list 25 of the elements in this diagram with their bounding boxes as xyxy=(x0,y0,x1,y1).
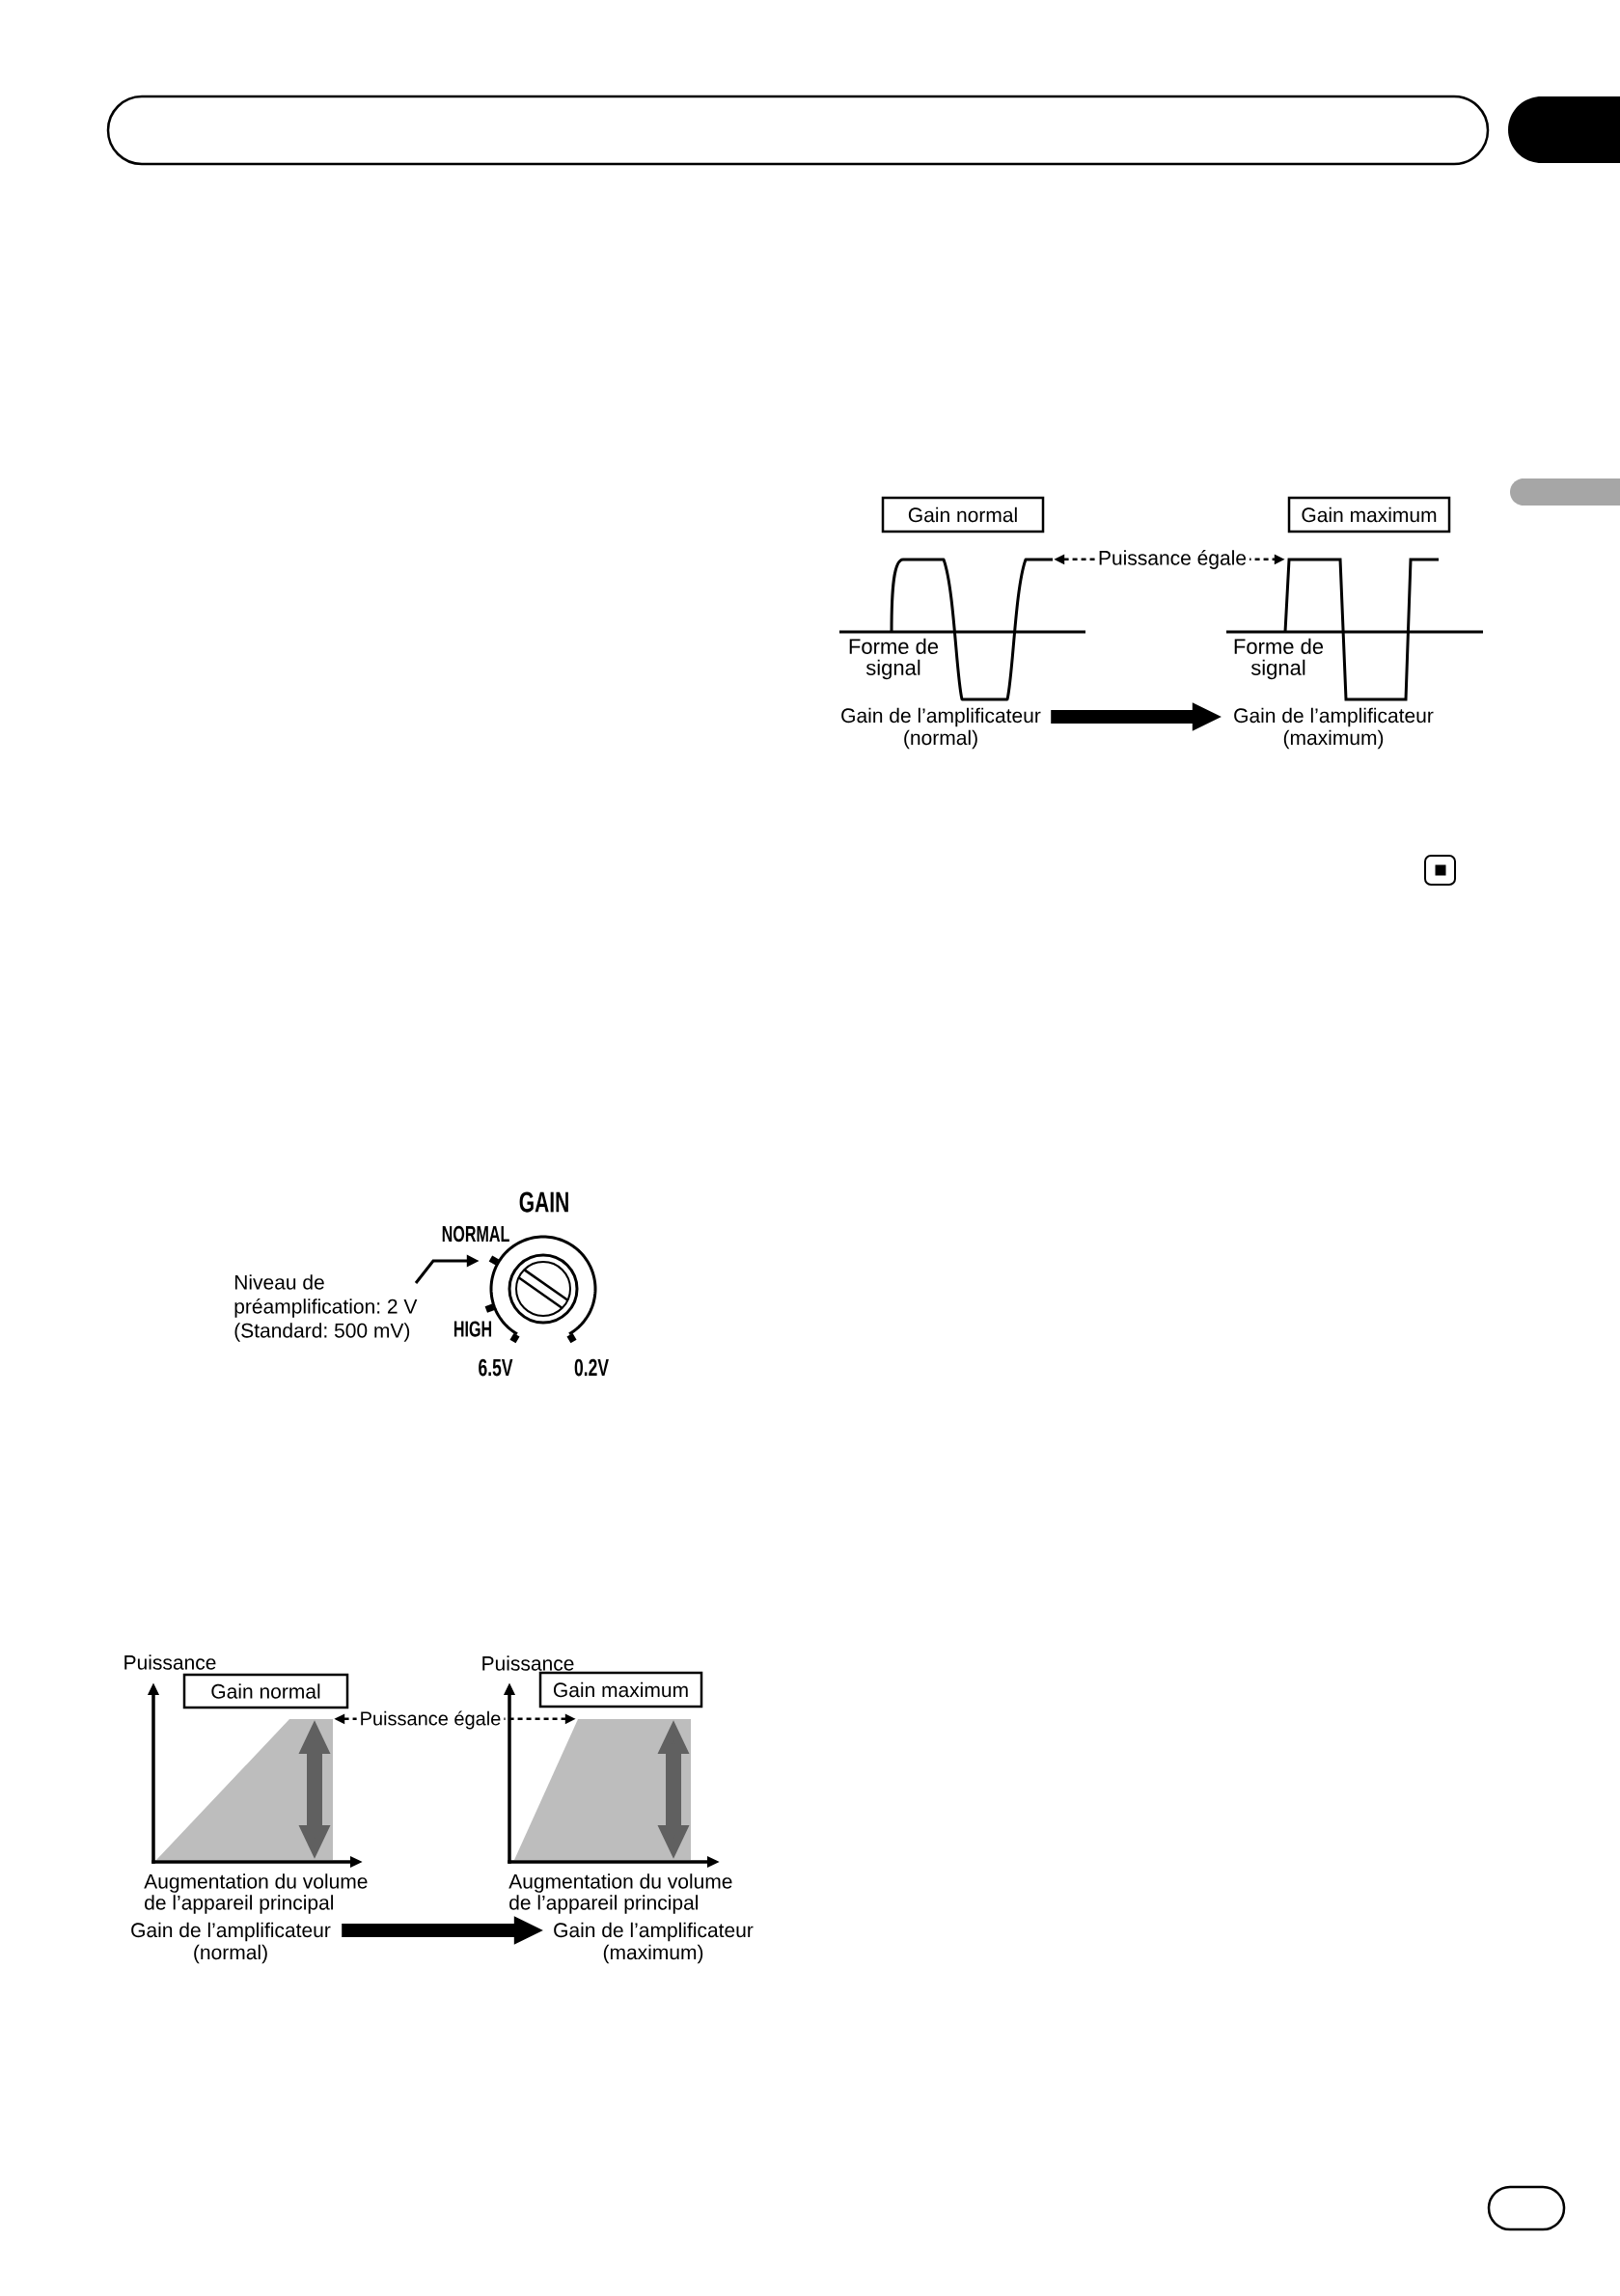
edge-label: Puissance égale xyxy=(356,1708,505,1733)
title-box: Gain normal xyxy=(881,496,1045,533)
title-box: Gain maximum xyxy=(1287,496,1451,533)
caption: Gain de l’amplificateur (normal) xyxy=(131,1922,331,1964)
shaded-area xyxy=(156,1719,333,1861)
axis-title: Puissance xyxy=(482,1655,574,1671)
dial-marking: 6.5V xyxy=(479,1358,513,1377)
axis-title: Augmentation du volume de l’appareil principal xyxy=(144,1873,368,1914)
edge-label: Puissance égale xyxy=(1094,547,1250,572)
dial-marking: 0.2V xyxy=(574,1358,609,1377)
shaded-area xyxy=(514,1719,691,1861)
caption: Gain de l’amplificateur (normal) xyxy=(841,707,1041,750)
title-box: Gain maximum xyxy=(538,1671,703,1708)
axis-title: Puissance xyxy=(124,1654,216,1670)
dial-marking: GAIN xyxy=(519,1191,568,1213)
waveform-label: Forme de signal xyxy=(1234,638,1324,680)
waveform-label: Forme de signal xyxy=(849,638,939,680)
caption: Gain de l’amplificateur (maximum) xyxy=(1234,707,1434,750)
dial-marking: NORMAL xyxy=(442,1225,509,1243)
side-tab xyxy=(1510,478,1620,506)
title-box: Gain normal xyxy=(182,1673,349,1709)
caption: Gain de l’amplificateur (maximum) xyxy=(554,1922,754,1964)
callout-text: Niveau de préamplification: 2 V (Standard: 500 mV) xyxy=(234,1274,418,1342)
axis-title: Augmentation du volume de l’appareil principal xyxy=(508,1873,732,1914)
dial-marking: HIGH xyxy=(453,1321,492,1337)
